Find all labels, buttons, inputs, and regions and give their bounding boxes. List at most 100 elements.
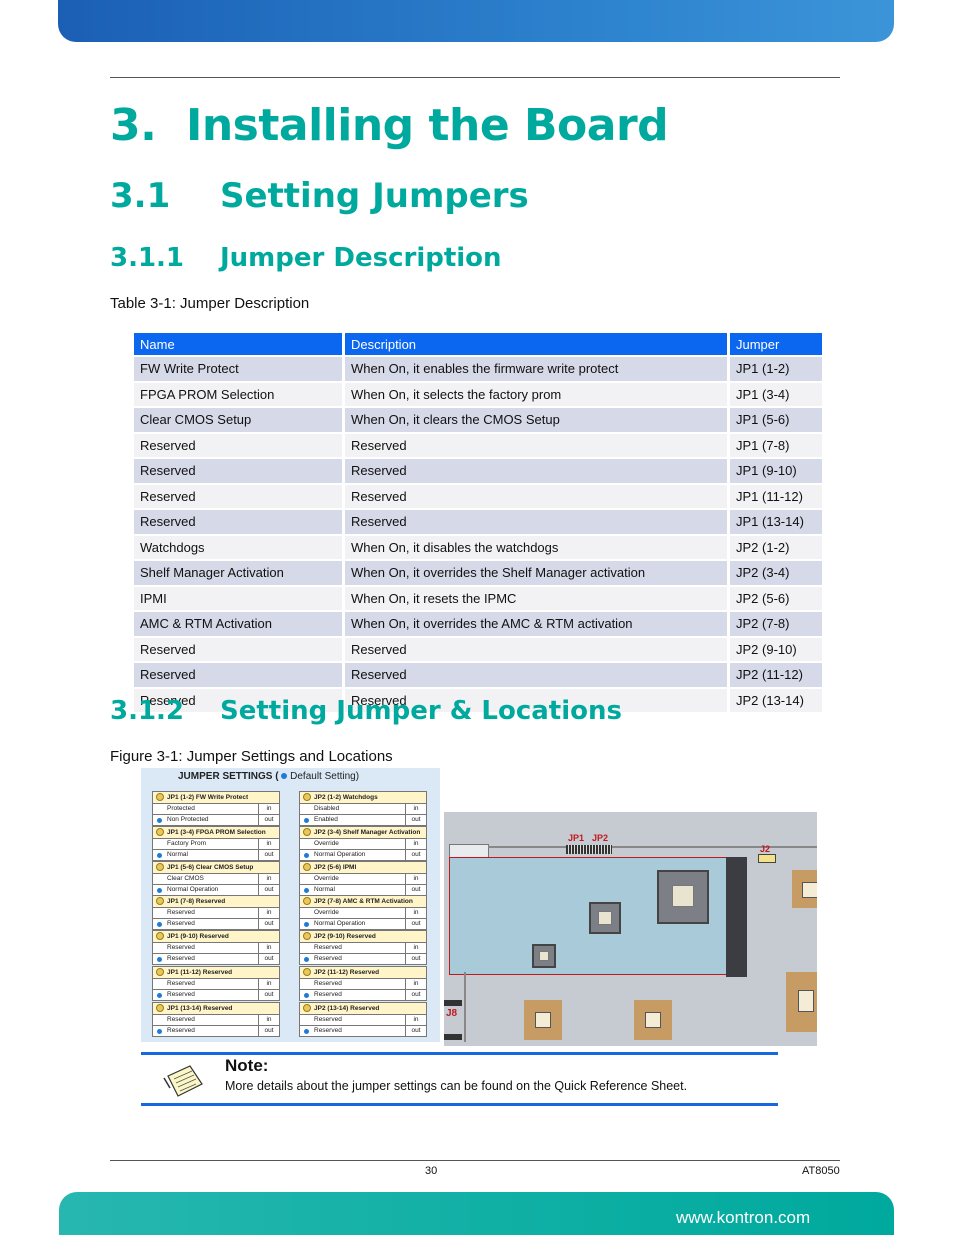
jp2-label: JP2 <box>592 833 609 843</box>
default-dot-icon <box>304 818 309 823</box>
default-dot-icon <box>304 1029 309 1034</box>
jp1-label: JP1 <box>568 833 585 843</box>
j8-connector <box>444 1000 462 1006</box>
website-link[interactable]: www.kontron.com <box>676 1208 811 1227</box>
jumper-setting-label: Normal Operation <box>167 886 219 893</box>
note-title: Note: <box>225 1056 269 1075</box>
pad-core <box>645 1012 661 1028</box>
subsection-title-jumper-locations: 3.1.2 Setting Jumper & Locations <box>110 696 622 726</box>
cell-jumper: JP2 (11-12) <box>730 663 822 687</box>
page-number: 30 <box>425 1165 438 1177</box>
cell-name: Shelf Manager Activation <box>134 561 342 585</box>
jumper-state: in <box>405 874 426 884</box>
subsection-number: 3.1.2 <box>110 696 185 726</box>
section-title-text: Setting Jumpers <box>220 176 529 216</box>
jumper-state: in <box>405 908 426 918</box>
jumper-setting-row: Normal out <box>300 885 426 895</box>
chip-small-2 <box>532 944 556 968</box>
table-header-row: Name Description Jumper <box>134 333 822 355</box>
default-dot-icon <box>157 957 162 962</box>
jp1-jp2-header-pins <box>566 845 612 854</box>
jumper-setting-label: Normal Operation <box>314 920 366 927</box>
jumper-setting-header: JP2 (1-2) Watchdogs <box>300 792 426 804</box>
board-connector-vertical <box>726 857 747 977</box>
cell-name: Reserved <box>134 688 342 712</box>
j2-label: J2 <box>760 844 771 854</box>
board-edge-line <box>488 846 817 848</box>
jumper-setting-label: Reserved <box>314 955 342 962</box>
cell-name: FPGA PROM Selection <box>134 382 342 406</box>
legend-title-text: JUMPER SETTINGS ( <box>178 771 279 782</box>
cell-jumper: JP1 (1-2) <box>730 357 822 381</box>
jumper-state: out <box>258 954 279 964</box>
note-top-rule <box>141 1052 778 1055</box>
jumper-setting-row: Reserved out <box>300 954 426 964</box>
jumper-state: in <box>258 908 279 918</box>
cell-description: Reserved <box>345 688 727 712</box>
cell-name: Reserved <box>134 433 342 457</box>
chip-small-1 <box>589 902 621 934</box>
chapter-title: 3. Installing the Board <box>110 100 669 151</box>
column-header-jumper: Jumper <box>730 333 822 355</box>
jumper-setting-header: JP2 (5-6) IPMI <box>300 862 426 874</box>
jumper-setting-header: JP1 (5-6) Clear CMOS Setup <box>153 862 279 874</box>
pad-core <box>802 882 817 898</box>
cell-description: Reserved <box>345 484 727 508</box>
cell-jumper: JP2 (5-6) <box>730 586 822 610</box>
heatsink-pad-2 <box>786 972 817 1032</box>
jumper-setting-label: Reserved <box>167 920 195 927</box>
default-dot-icon <box>157 853 162 858</box>
jumper-state: in <box>258 839 279 849</box>
jumper-setting-header: JP1 (11-12) Reserved <box>153 967 279 979</box>
jumper-state: out <box>258 815 279 825</box>
processor-die <box>672 885 694 907</box>
default-dot-icon <box>157 993 162 998</box>
legend-title: JUMPER SETTINGS ( Default Setting) <box>178 771 359 782</box>
jumper-setting-label: Reserved <box>167 1016 195 1023</box>
cell-jumper: JP2 (1-2) <box>730 535 822 559</box>
jumper-setting-label: Reserved <box>167 909 195 916</box>
jumper-state: in <box>405 804 426 814</box>
jumper-state: out <box>405 954 426 964</box>
cell-jumper: JP1 (13-14) <box>730 510 822 534</box>
j2-connector <box>758 854 776 863</box>
legend-default-text: Default Setting) <box>290 771 360 782</box>
default-dot-icon <box>157 888 162 893</box>
jumper-setting-label: Normal <box>314 886 335 893</box>
jumper-setting-row: Non Protected out <box>153 815 279 825</box>
chapter-number: 3. <box>110 100 157 151</box>
cell-description: When On, it disables the watchdogs <box>345 535 727 559</box>
jumper-setting-label: Non Protected <box>167 816 209 823</box>
jumper-setting-header: JP1 (3-4) FPGA PROM Selection <box>153 827 279 839</box>
jumper-setting-label: Clear CMOS <box>167 875 204 882</box>
jumper-state: out <box>258 919 279 929</box>
jumper-state: out <box>405 850 426 860</box>
chapter-title-text: Installing the Board <box>185 100 669 151</box>
default-dot-icon <box>157 922 162 927</box>
subsection-title-text: Setting Jumper & Locations <box>220 696 622 726</box>
jumper-setting-label: Reserved <box>314 1016 342 1023</box>
jumper-setting-header: JP2 (7-8) AMC & RTM Activation <box>300 896 426 908</box>
jumper-state: out <box>405 885 426 895</box>
note-paper-icon <box>163 1065 203 1097</box>
cell-name: Watchdogs <box>134 535 342 559</box>
product-name: AT8050 <box>802 1165 840 1177</box>
